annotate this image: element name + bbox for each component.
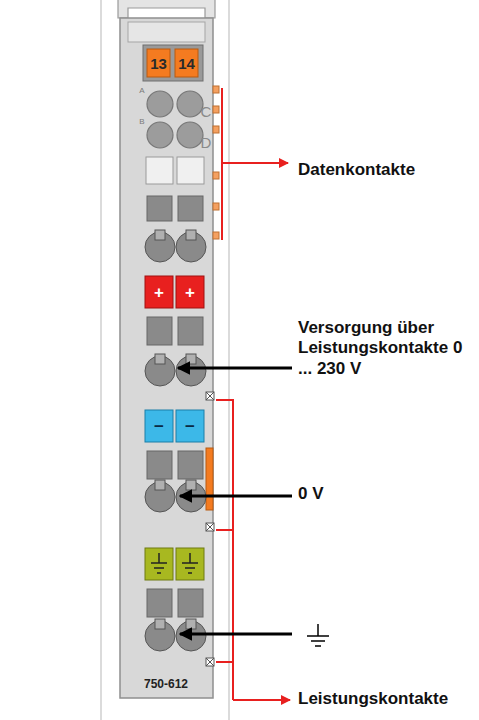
- release-button: [147, 196, 172, 221]
- minus-marker: [145, 410, 173, 442]
- plus-marker: [145, 276, 173, 308]
- polarity-sign: −: [185, 418, 195, 435]
- release-button: [147, 317, 172, 345]
- callout-label: Versorgung über Leistungskontakte 0 ... …: [298, 318, 476, 379]
- power-contacts: [206, 392, 214, 666]
- plus-marker: [176, 276, 204, 308]
- release-button: [147, 451, 172, 479]
- led: [147, 122, 173, 148]
- polarity-sign: −: [154, 418, 164, 435]
- led-letter: D: [201, 135, 212, 150]
- marking-field: [177, 157, 204, 184]
- rail-outline: [101, 0, 229, 720]
- polarity-sign: +: [154, 284, 164, 301]
- callout-label: Datenkontakte: [298, 160, 415, 180]
- ground-marker: [145, 548, 173, 580]
- leader-arrow: [180, 633, 292, 636]
- power-bracket: [216, 400, 233, 700]
- leader-arrow: [178, 367, 292, 370]
- ground-symbol: [151, 553, 198, 573]
- led-group: [147, 91, 203, 148]
- top-clip: [118, 0, 215, 18]
- led-letter: C: [201, 104, 212, 119]
- terminal-marker: [147, 49, 170, 77]
- release-button: [178, 589, 203, 617]
- callout-label: 0 V: [298, 484, 324, 504]
- terminal-number: 14: [178, 56, 195, 71]
- release-button: [178, 196, 203, 221]
- power-arrow: [233, 699, 290, 701]
- terminal-number: 13: [150, 56, 167, 71]
- led: [147, 91, 173, 117]
- polarity-sign: +: [185, 284, 195, 301]
- marking-field: [146, 157, 173, 184]
- release-button: [178, 451, 203, 479]
- led: [177, 122, 203, 148]
- terminal-marker: [175, 49, 198, 77]
- data-contacts: [213, 86, 219, 239]
- orange-slider: [206, 448, 213, 510]
- data-arrow: [222, 162, 288, 164]
- part-number: 750-612: [144, 678, 188, 690]
- terminal-openings: [145, 354, 206, 386]
- led-letter: B: [139, 118, 144, 126]
- module-body: [120, 18, 213, 698]
- release-button: [147, 589, 172, 617]
- minus-marker: [176, 410, 204, 442]
- led: [177, 91, 203, 117]
- terminal-openings: [145, 230, 206, 262]
- earth-symbol: [307, 624, 329, 646]
- ground-marker: [176, 548, 204, 580]
- marker-carrier: [143, 45, 203, 81]
- release-button: [178, 317, 203, 345]
- top-grip: [128, 22, 205, 42]
- leader-arrow: [180, 495, 292, 498]
- callout-label: Leistungskontakte: [298, 689, 448, 709]
- led-letter: A: [139, 87, 144, 95]
